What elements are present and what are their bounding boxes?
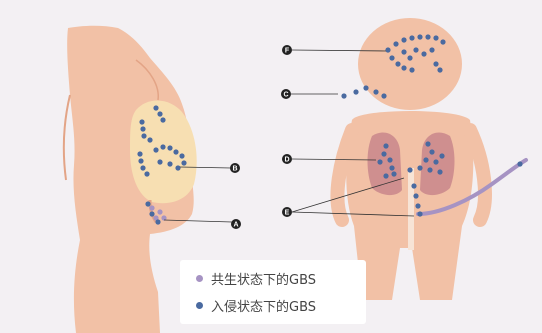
gbs-dot-invasive (138, 158, 143, 163)
marker-b-label: B (232, 166, 237, 173)
gbs-dot-invasive (440, 39, 445, 44)
gbs-dot-invasive (173, 149, 178, 154)
gbs-dot-invasive (153, 105, 158, 110)
gbs-dot-invasive (381, 93, 386, 98)
gbs-dot-invasive (389, 55, 394, 60)
gbs-dot-invasive (417, 165, 422, 170)
gbs-dot-invasive (373, 89, 378, 94)
marker-e-label: E (285, 210, 290, 217)
invasive-dot-icon (196, 302, 203, 309)
gbs-dot-invasive (433, 61, 438, 66)
gbs-dot-invasive (415, 203, 420, 208)
gbs-dot-invasive (147, 137, 152, 142)
gbs-dot-invasive (393, 41, 398, 46)
marker-b: B (230, 163, 240, 173)
gbs-dot-invasive (409, 35, 414, 40)
gbs-dot-invasive (437, 67, 442, 72)
gbs-dot-invasive (140, 165, 145, 170)
gbs-dot-invasive (429, 149, 434, 154)
gbs-dot-invasive (439, 153, 444, 158)
gbs-dot-invasive (417, 34, 422, 39)
gbs-dot-invasive (160, 144, 165, 149)
gbs-dot-invasive (425, 141, 430, 146)
gbs-dot-invasive (409, 67, 414, 72)
gbs-dot-invasive (429, 47, 434, 52)
gbs-dot-invasive (427, 167, 432, 172)
marker-f: F (282, 45, 292, 55)
gbs-dot-colonizing (157, 209, 162, 214)
gbs-dot-invasive (425, 34, 430, 39)
gbs-dot-invasive (387, 157, 392, 162)
colonizing-dot-icon (196, 275, 203, 282)
gbs-dot-invasive (141, 133, 146, 138)
gbs-dot-invasive (377, 159, 382, 164)
gbs-dot-invasive (383, 143, 388, 148)
gbs-dot-invasive (179, 153, 184, 158)
gbs-dot-invasive (167, 161, 172, 166)
gbs-dot-invasive (411, 183, 416, 188)
gbs-dot-invasive (175, 165, 180, 170)
legend-item-invasive: 入侵状态下的GBS (196, 295, 316, 315)
gbs-dot-invasive (401, 65, 406, 70)
gbs-dot-invasive (381, 151, 386, 156)
gbs-dot-invasive (139, 119, 144, 124)
marker-d-label: D (284, 157, 289, 164)
gbs-dot-invasive (437, 169, 442, 174)
gbs-dot-invasive (417, 211, 422, 216)
gbs-dot-invasive (149, 211, 154, 216)
gbs-dot-invasive (391, 171, 396, 176)
marker-c: C (281, 89, 291, 99)
gbs-dot-invasive (145, 201, 150, 206)
gbs-dot-invasive (383, 173, 388, 178)
gbs-dot-invasive (433, 35, 438, 40)
marker-a: A (231, 219, 241, 229)
legend-label-invasive: 入侵状态下的GBS (211, 296, 316, 315)
infant-head (358, 18, 462, 110)
gbs-dot-invasive (413, 193, 418, 198)
gbs-dot-colonizing (149, 205, 154, 210)
gbs-dot-invasive (363, 85, 368, 90)
gbs-dot-invasive (144, 171, 149, 176)
gbs-dot-invasive (137, 151, 142, 156)
gbs-dot-invasive (433, 159, 438, 164)
gbs-dot-invasive (181, 160, 186, 165)
legend-label-colonizing: 共生状态下的GBS (211, 269, 316, 288)
legend-item-colonizing: 共生状态下的GBS (196, 268, 316, 288)
gbs-dot-invasive (401, 49, 406, 54)
marker-a-label: A (233, 222, 238, 229)
marker-f-label: F (285, 48, 290, 55)
gbs-dot-invasive (401, 37, 406, 42)
gbs-dot-invasive (423, 157, 428, 162)
gbs-dot-invasive (407, 167, 412, 172)
gbs-dot-invasive (153, 147, 158, 152)
legend: 共生状态下的GBS 入侵状态下的GBS (180, 260, 366, 324)
gbs-dot-invasive (157, 159, 162, 164)
gbs-dot-invasive (385, 47, 390, 52)
gbs-dot-invasive (517, 161, 522, 166)
gbs-dot-invasive (395, 61, 400, 66)
gbs-dot-invasive (155, 219, 160, 224)
gbs-dot-invasive (407, 55, 412, 60)
gbs-dot-invasive (160, 117, 165, 122)
gbs-dot-invasive (341, 93, 346, 98)
gbs-dot-invasive (421, 51, 426, 56)
gbs-dot-invasive (389, 165, 394, 170)
gbs-dot-invasive (167, 145, 172, 150)
gbs-dot-invasive (413, 47, 418, 52)
left-lung (368, 132, 403, 195)
marker-c-label: C (283, 92, 288, 99)
gbs-dot-invasive (353, 89, 358, 94)
gbs-dot-invasive (157, 111, 162, 116)
marker-e: E (282, 207, 292, 217)
marker-d: D (282, 154, 292, 164)
gbs-dot-invasive (140, 126, 145, 131)
